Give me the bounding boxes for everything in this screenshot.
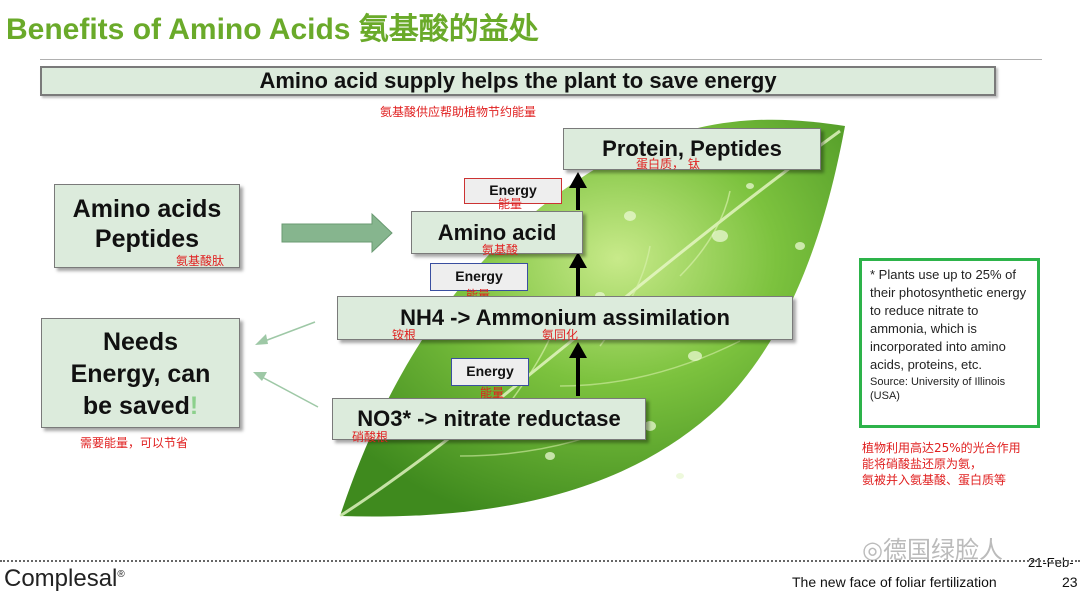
title-divider bbox=[40, 59, 1042, 60]
amino-acid-box: Amino acid bbox=[411, 211, 583, 254]
peptides-line: Peptides bbox=[94, 225, 200, 253]
exclamation-mark: ! bbox=[189, 392, 199, 420]
nitrate-reductase-box: NO3* -> nitrate reductase bbox=[332, 398, 646, 440]
amino-peptides-translation: 氨基酸肽 bbox=[176, 254, 225, 268]
watermark: ◎德国绿脸人 bbox=[862, 530, 1003, 565]
logo-text: Complesal bbox=[4, 565, 118, 592]
energy-bottom-translation: 能量 bbox=[480, 386, 505, 400]
ammonium-translation: 铵根 bbox=[392, 328, 417, 342]
note-translation-line-2: 能将硝酸盐还原为氨， bbox=[862, 457, 983, 471]
photosynthesis-note: * Plants use up to 25% of their photosyn… bbox=[859, 258, 1040, 428]
be-saved-line: be saved bbox=[82, 392, 190, 420]
energy-label-middle: Energy bbox=[430, 263, 528, 291]
note-translation-line-3: 氨被并入氨基酸、蛋白质等 bbox=[862, 473, 1007, 487]
protein-translation: 蛋白质， 钛 bbox=[636, 157, 700, 171]
watermark-text: 德国绿脸人 bbox=[882, 536, 1003, 564]
needs-energy-translation: 需要能量，可以节省 bbox=[80, 436, 189, 450]
nitrate-translation: 硝酸根 bbox=[352, 430, 389, 444]
note-source: Source: University of Illinois (USA) bbox=[870, 376, 1006, 402]
wechat-icon: ◎ bbox=[862, 536, 883, 564]
amino-acids-line: Amino acids bbox=[72, 195, 222, 223]
note-translation: 植物利用高达25%的光合作用 能将硝酸盐还原为氨， 氨被并入氨基酸、蛋白质等 bbox=[862, 440, 1021, 488]
needs-energy-box: Needs Energy, can be saved! bbox=[41, 318, 240, 428]
amino-acids-peptides-box: Amino acids Peptides bbox=[54, 184, 240, 268]
protein-peptides-box: Protein, Peptides bbox=[563, 128, 821, 170]
footer-tagline: The new face of foliar fertilization bbox=[792, 574, 997, 590]
note-text: * Plants use up to 25% of their photosyn… bbox=[870, 267, 1027, 372]
main-banner: Amino acid supply helps the plant to sav… bbox=[40, 66, 996, 96]
amino-acid-translation: 氨基酸 bbox=[482, 243, 519, 257]
footer-divider bbox=[0, 560, 1080, 562]
note-translation-line-1: 植物利用高达25%的光合作用 bbox=[862, 441, 1021, 455]
page-number: 23 bbox=[1062, 574, 1078, 590]
assimilation-translation: 氨同化 bbox=[542, 328, 579, 342]
ammonium-assimilation-box: NH4 -> Ammonium assimilation bbox=[337, 296, 793, 340]
complesal-logo: Complesal® bbox=[4, 565, 125, 593]
energy-top-translation: 能量 bbox=[498, 197, 523, 211]
registered-mark: ® bbox=[117, 569, 125, 580]
page-title: Benefits of Amino Acids 氨基酸的益处 bbox=[6, 13, 539, 46]
needs-line: Needs bbox=[102, 328, 179, 356]
energy-label-bottom: Energy bbox=[451, 358, 529, 386]
energy-can-line: Energy, can bbox=[70, 360, 211, 388]
banner-translation: 氨基酸供应帮助植物节约能量 bbox=[380, 105, 537, 119]
energy-label-top: Energy bbox=[464, 178, 562, 204]
date-label: 21-Feb- bbox=[1028, 555, 1074, 570]
